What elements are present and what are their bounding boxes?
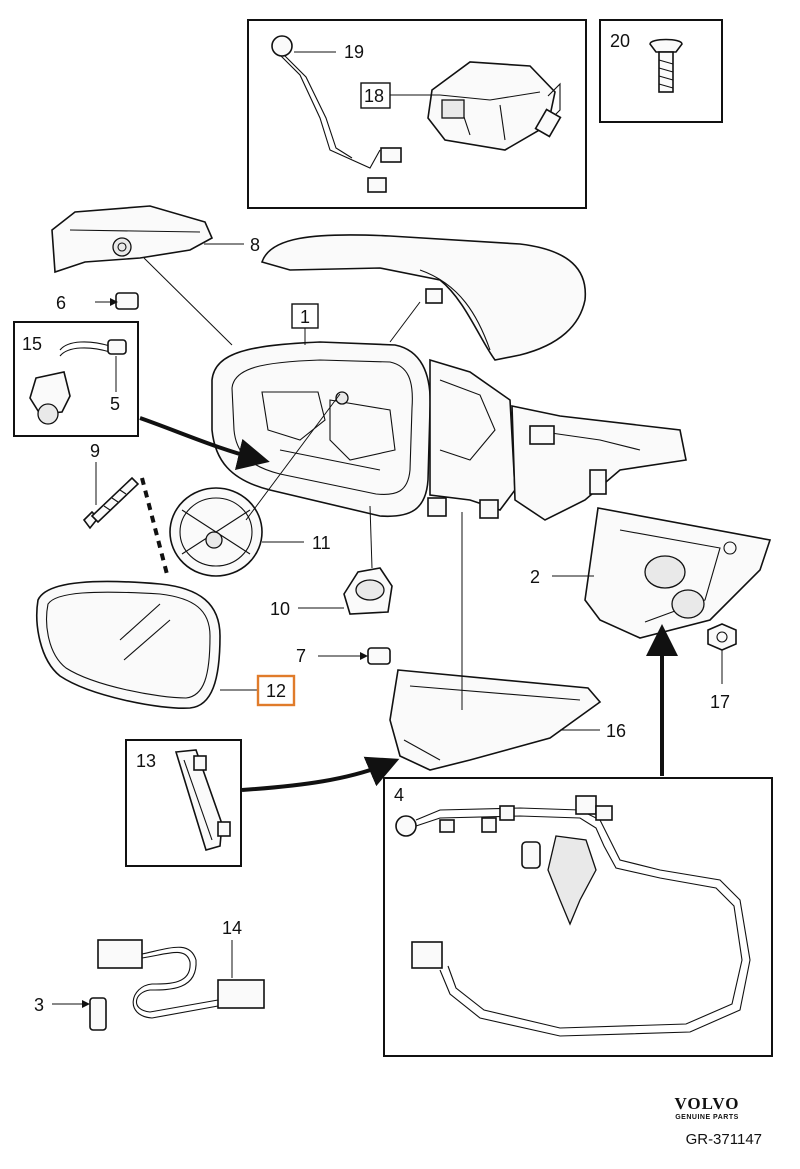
mirror-glass-part xyxy=(36,580,221,709)
callout-4: 4 xyxy=(394,785,404,805)
callout-13: 13 xyxy=(136,751,156,771)
lower-cover-part xyxy=(389,669,602,771)
callout-2: 2 xyxy=(530,567,540,587)
callout-14: 14 xyxy=(222,918,242,938)
connector-part xyxy=(52,997,107,1031)
callout-7: 7 xyxy=(296,646,306,666)
mirror-bracket-part xyxy=(511,405,687,521)
inset-motor-harness xyxy=(247,19,587,209)
callout-8: 8 xyxy=(250,235,260,255)
mirror-housing-part xyxy=(211,341,516,519)
mirror-cover-part xyxy=(260,234,587,361)
callout-15: 15 xyxy=(22,334,42,354)
callout-1: 1 xyxy=(300,307,310,327)
brand-logo: VOLVO GENUINE PARTS xyxy=(652,1094,762,1121)
callout-18: 18 xyxy=(364,86,384,106)
bulb-part-7 xyxy=(318,647,391,665)
callout-17: 17 xyxy=(710,692,730,712)
screw-part-9 xyxy=(82,476,140,530)
callout-9: 9 xyxy=(90,441,100,461)
sensor-harness-part xyxy=(271,35,402,193)
mirror-actuator-part xyxy=(169,393,341,577)
brand-subtitle: GENUINE PARTS xyxy=(675,1114,739,1121)
callout-11: 11 xyxy=(312,533,331,553)
callout-16: 16 xyxy=(606,721,626,741)
callout-3: 3 xyxy=(34,995,44,1015)
callout-12: 12 xyxy=(266,681,286,701)
mirror-base-part xyxy=(584,507,772,639)
bulb-part-6 xyxy=(95,292,139,310)
callout-12-highlight xyxy=(256,674,296,707)
nut-part xyxy=(707,623,737,651)
diagram-reference: GR-371147 xyxy=(685,1131,762,1148)
callout-10: 10 xyxy=(270,599,290,619)
mirror-motor-part xyxy=(427,61,562,151)
callout-6: 6 xyxy=(56,293,66,313)
brand-name: VOLVO xyxy=(674,1094,740,1113)
inset-gasket xyxy=(125,739,242,867)
inset-screw xyxy=(599,19,723,123)
callout-5: 5 xyxy=(110,394,120,414)
cable-part xyxy=(97,939,265,1019)
inset-bulb-holder xyxy=(13,321,139,437)
turn-signal-lamp-part xyxy=(51,205,214,274)
callout-20: 20 xyxy=(610,31,630,51)
callout-19: 19 xyxy=(344,42,364,62)
inset-main-harness xyxy=(383,777,773,1057)
puddle-lamp-part xyxy=(343,567,393,615)
